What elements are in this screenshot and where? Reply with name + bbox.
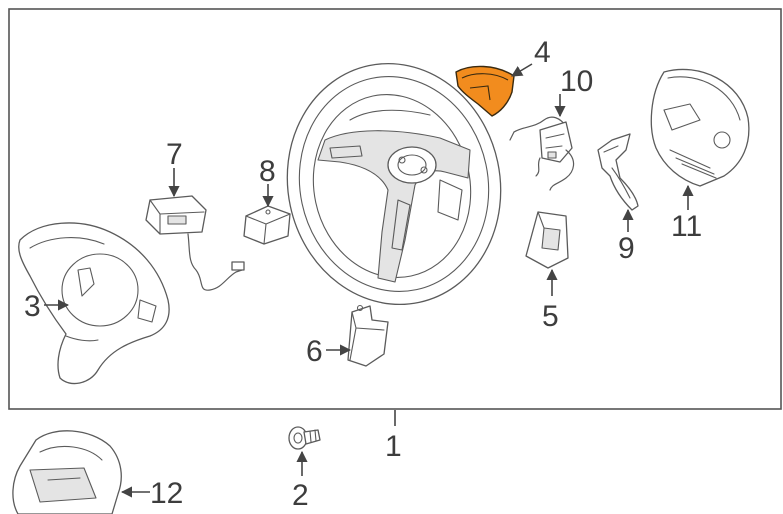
part-8-control-unit	[243, 205, 291, 245]
callout-5: 5	[542, 300, 559, 333]
part-10-switch-harness	[509, 116, 575, 191]
part-11-rear-cover	[650, 68, 750, 187]
part-7-airbag-module	[145, 195, 245, 291]
callout-10: 10	[560, 65, 593, 98]
leader-4	[511, 63, 533, 77]
part-5-switch	[525, 211, 569, 269]
steering-wheel	[286, 62, 502, 306]
assembly-frame	[8, 8, 782, 410]
callout-6: 6	[306, 335, 323, 368]
callout-3: 3	[24, 290, 41, 323]
callout-8: 8	[259, 155, 276, 188]
part-9-paddle	[597, 133, 639, 211]
callout-11: 11	[671, 210, 702, 243]
callout-7: 7	[166, 138, 183, 171]
callout-2: 2	[292, 479, 309, 512]
part-3-cover	[18, 222, 170, 385]
callout-4: 4	[534, 36, 551, 69]
callout-12: 12	[150, 477, 183, 510]
part-6-bracket	[347, 304, 389, 367]
part-4-trim-highlighted	[455, 65, 515, 117]
part-12-horn-pad	[12, 430, 122, 514]
callout-1: 1	[385, 430, 402, 463]
callout-9: 9	[618, 232, 635, 265]
part-2-bolt	[288, 426, 321, 450]
